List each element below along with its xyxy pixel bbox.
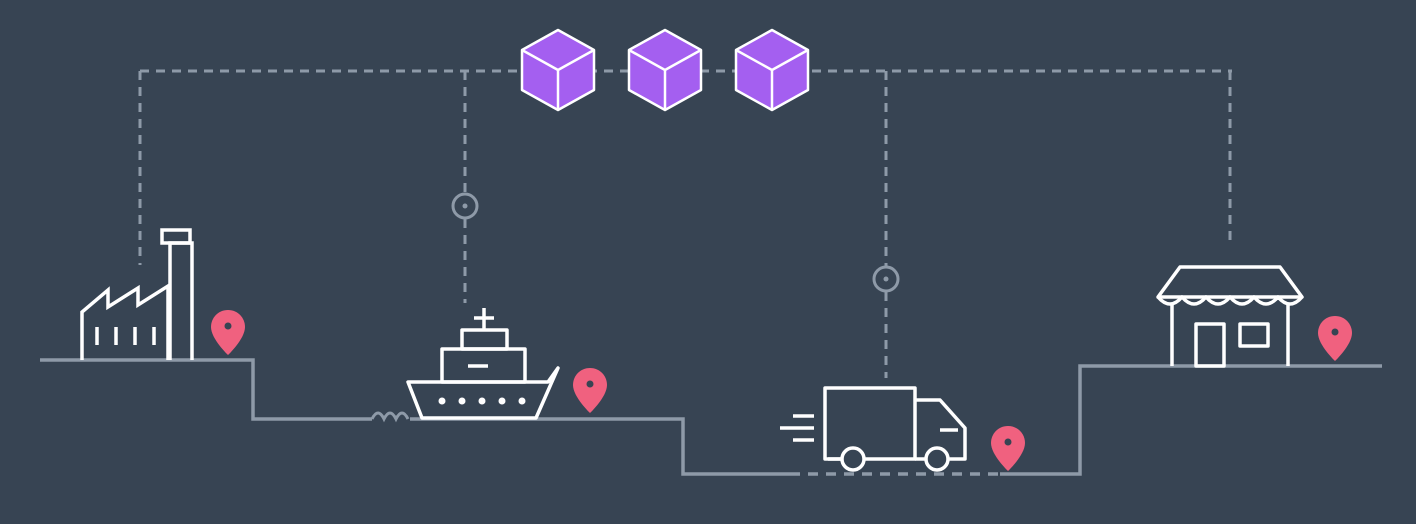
truck-icon — [780, 386, 967, 472]
connector-nodes — [451, 192, 900, 293]
store-icon — [1156, 265, 1304, 368]
ground-path — [40, 358, 1382, 476]
water-waves — [370, 411, 410, 423]
factory-icon — [80, 228, 194, 360]
ship-icon — [406, 308, 560, 420]
block-chain — [520, 28, 810, 112]
